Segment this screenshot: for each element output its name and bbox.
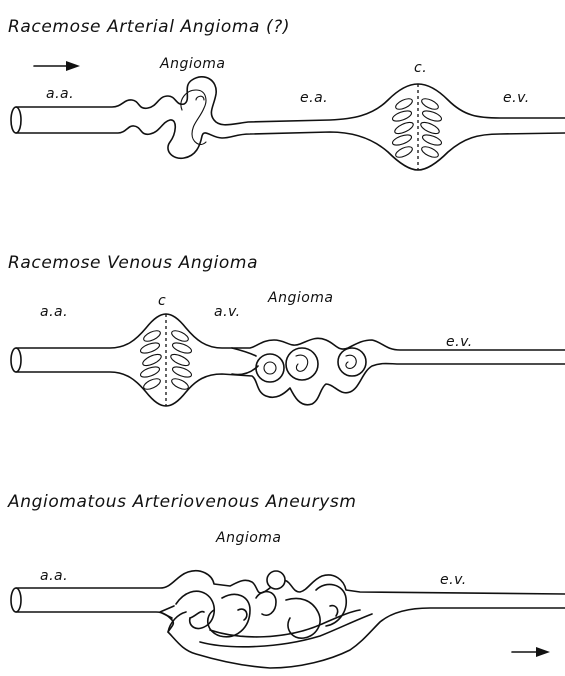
label-afferent-artery: a.a. [46, 86, 74, 102]
vessel-drawing [11, 77, 565, 170]
flow-arrow-icon [34, 61, 80, 71]
panel-racemose-arterial-angioma: Racemose Arterial Angioma (?) a.a. Angio… [8, 17, 565, 170]
vessel-cut-end [11, 588, 21, 612]
label-efferent-vein: e.v. [446, 334, 473, 350]
panel-title: Racemose Arterial Angioma (?) [8, 17, 290, 37]
vessel-cut-end [11, 107, 21, 133]
label-afferent-artery: a.a. [40, 304, 68, 320]
vessel-drawing [11, 571, 565, 668]
label-angioma: Angioma [267, 290, 334, 306]
label-afferent-artery: a.a. [40, 568, 68, 584]
panel-racemose-venous-angioma: Racemose Venous Angioma a.a. c a.v. Angi… [8, 253, 565, 406]
label-efferent-artery: e.a. [300, 90, 328, 106]
label-capillaries: c [158, 293, 166, 309]
label-afferent-vein: a.v. [214, 304, 241, 320]
panel-title: Racemose Venous Angioma [8, 253, 258, 273]
vessel-cut-end [11, 348, 21, 372]
label-efferent-vein: e.v. [440, 572, 467, 588]
vessel-drawing [11, 314, 565, 406]
label-angioma: Angioma [215, 530, 282, 546]
label-efferent-vein: e.v. [503, 90, 530, 106]
label-angioma: Angioma [159, 56, 226, 72]
panel-angiomatous-arteriovenous-aneurysm: Angiomatous Arteriovenous Aneurysm Angio… [7, 492, 565, 668]
flow-arrow-icon [512, 647, 550, 657]
label-capillaries: c. [414, 60, 427, 76]
panel-title: Angiomatous Arteriovenous Aneurysm [7, 492, 357, 512]
